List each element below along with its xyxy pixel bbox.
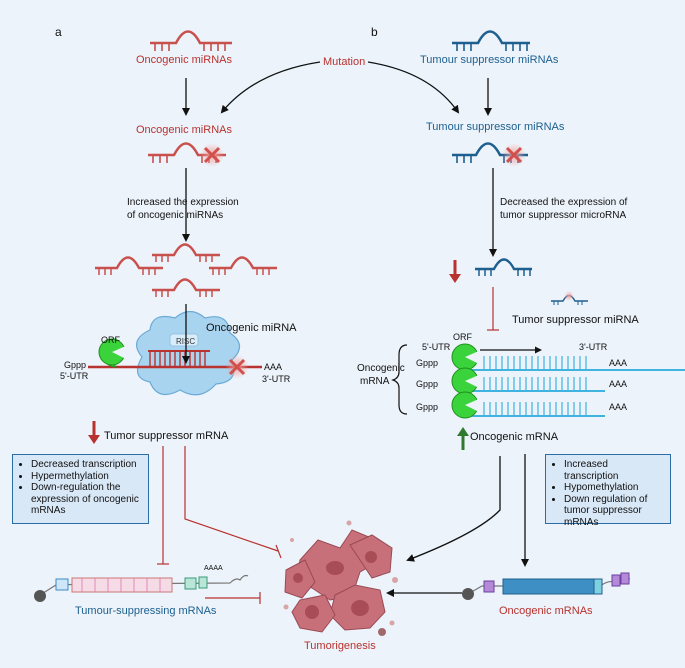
panel-a-label: a: [55, 25, 62, 39]
right-box-item: Hypomethylation: [564, 482, 664, 494]
right-mechanism-box: Increased transcription Hypomethylation …: [545, 454, 671, 528]
tumor-suppressor-mrna-label: Tumor suppressor mRNA: [104, 430, 229, 442]
oncogenic-mrna-glyph: [462, 572, 631, 600]
risc-complex: [135, 310, 241, 396]
orf-label-left: ORF: [101, 335, 120, 345]
orf-label-right: ORF: [453, 332, 472, 342]
utr3-label-right: 3'-UTR: [579, 342, 608, 352]
tumour-suppressing-mrnas-label: Tumour-suppressing mRNAs: [75, 605, 217, 617]
ribosome-icons-right: [451, 343, 481, 419]
gppp-label-left: Gppp: [64, 360, 87, 370]
oncogenic-mrna-brace: [391, 344, 408, 415]
tumour-suppressor-mirnas-mid-title: Tumour suppressor miRNAs: [426, 121, 565, 133]
up-arrow-green: [457, 427, 469, 450]
mutation-label: Mutation: [323, 56, 366, 68]
flow-arrows: [182, 61, 529, 597]
oncogenic-mirna-label: Oncogenic miRNA: [206, 322, 297, 334]
tumour-suppressor-mirna-top-glyph: [452, 30, 530, 51]
tumour-suppressor-mirnas-top-title: Tumour suppressor miRNAs: [420, 54, 559, 66]
gppp-label-right-2: Gppp: [416, 379, 439, 389]
utr5-label-right: 5'-UTR: [422, 342, 451, 352]
down-arrow-red-right: [449, 260, 461, 283]
tumour-suppressing-mrna-glyph: [34, 574, 249, 602]
left-mechanism-box: Decreased transcription Hypermethylation…: [12, 454, 149, 524]
gppp-label-right-1: Gppp: [416, 358, 439, 368]
utr5-label-left: 5'-UTR: [60, 371, 89, 381]
aaa-label-right-2: AAA: [609, 379, 628, 389]
oncogenic-mrnas-label: Oncogenic mRNAs: [499, 605, 593, 617]
aaa-label-right-1: AAA: [609, 358, 628, 368]
aaa-label-left: AAA: [264, 362, 283, 372]
oncogenic-mrna-label: Oncogenic mRNA: [470, 431, 559, 443]
oncogenic-mrna-side-label-2: mRNA: [360, 376, 390, 387]
mutation-x-icon-left: [200, 143, 224, 167]
amplified-mirnas-cluster: [95, 243, 277, 297]
left-box-item: Down-regulation the expression of oncoge…: [31, 482, 142, 517]
tumor-suppressor-mirna-label: Tumor suppressor miRNA: [512, 314, 639, 326]
aaa-label-right-3: AAA: [609, 402, 628, 412]
panel-b-label: b: [371, 25, 378, 39]
small-tumor-suppressor-mirna-glyph: [551, 291, 588, 305]
left-box-item: Hypermethylation: [31, 471, 142, 483]
tumor-cell-cluster: [283, 520, 398, 636]
ribosome-orf-left-icon: [98, 338, 128, 368]
down-arrow-red-left: [88, 421, 100, 444]
risc-label: RISC: [176, 337, 196, 346]
decreased-expression-text-1: Decreased the expression of: [500, 197, 628, 208]
inhibition-lines: [157, 287, 499, 604]
utr3-label-left: 3'-UTR: [262, 374, 291, 384]
increased-expression-text-1: Increased the expression: [127, 197, 239, 208]
decreased-expression-text-2: tumor suppressor microRNA: [500, 210, 627, 221]
right-box-item: Down regulation of tumor suppressor mRNA…: [564, 494, 664, 529]
oncogenic-mrna-strands: [468, 356, 605, 417]
oncogenic-mirnas-top-title: Oncogenic miRNAs: [136, 54, 232, 66]
gppp-label-right-3: Gppp: [416, 402, 439, 412]
mutation-x-icon-risc: [225, 355, 249, 379]
right-box-item: Increased transcription: [564, 459, 664, 482]
oncogenic-mrna-side-label-1: Oncogenic: [357, 363, 405, 374]
mutation-x-icon-right: [502, 143, 526, 167]
oncogenic-mirna-top-glyph: [150, 30, 232, 51]
aaaa-label-left: AAAA: [204, 565, 223, 572]
tumorigenesis-label: Tumorigenesis: [304, 640, 376, 652]
left-box-item: Decreased transcription: [31, 459, 142, 471]
decreased-mirna-glyph: [475, 258, 532, 276]
increased-expression-text-2: of oncogenic miRNAs: [127, 210, 224, 221]
oncogenic-mirnas-mid-title: Oncogenic miRNAs: [136, 124, 232, 136]
